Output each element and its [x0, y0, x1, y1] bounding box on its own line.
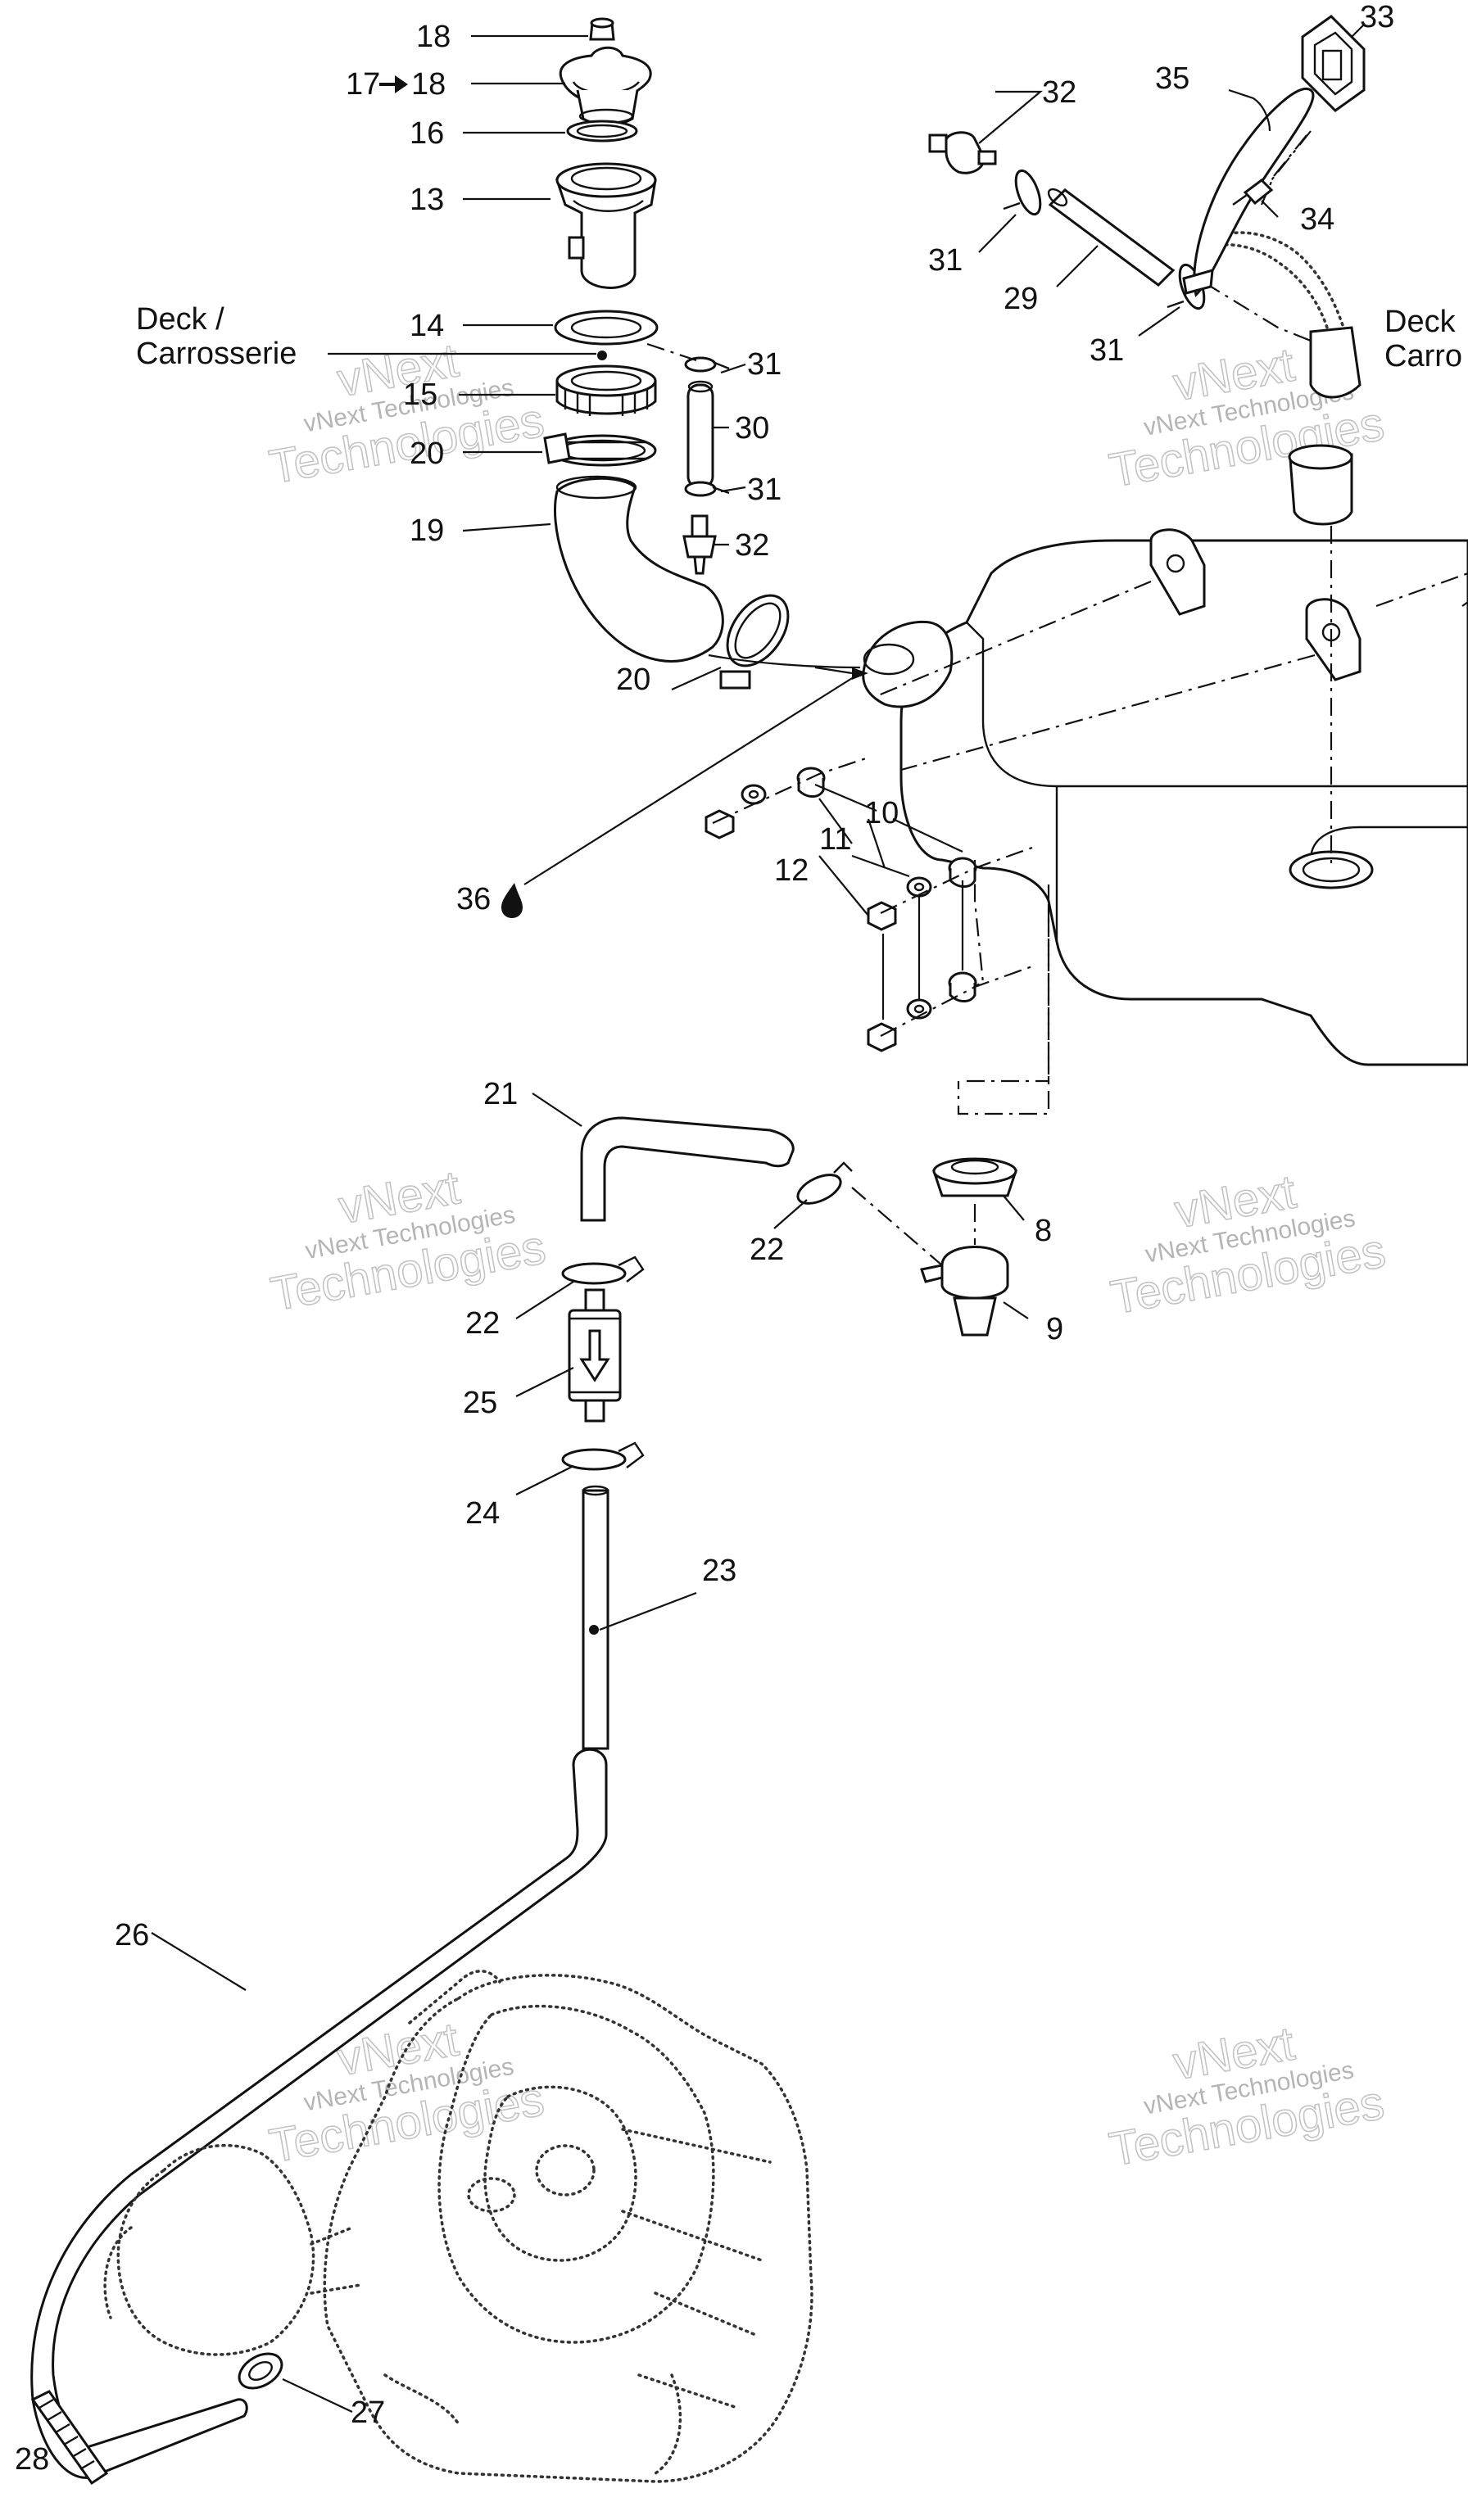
filler-hose-part-19 — [554, 475, 724, 663]
grommet-part-27 — [238, 2352, 283, 2390]
spacer-part-10-c — [948, 971, 977, 1002]
spacer-part-10-a — [796, 767, 826, 798]
callout-36: 36 — [456, 882, 491, 916]
deck-label-left-line1: Deck / — [136, 302, 224, 337]
check-valve-part-32-right — [928, 131, 997, 174]
vent-fitting — [1211, 231, 1362, 526]
deck-label-left-line2: Carrosserie — [136, 337, 297, 371]
washer-part-11-b — [906, 876, 932, 898]
callout-14: 14 — [410, 309, 444, 343]
watermark-top-left: vNext vNext Technologies Technologies — [265, 333, 548, 495]
clamp-part-20-lower — [719, 594, 790, 690]
callout-12: 12 — [774, 853, 809, 888]
nut-part-12-c — [867, 1022, 897, 1052]
nut-part-12-a — [705, 809, 735, 839]
spring-part-28 — [30, 2390, 109, 2486]
fuel-tank — [862, 528, 1468, 1066]
spacer-part-10-b — [948, 857, 977, 888]
callout-35: 35 — [1155, 61, 1189, 96]
callout-18-cap-plug: 18 — [416, 20, 451, 54]
callout-32-left: 32 — [735, 528, 769, 563]
callout-22-upper: 22 — [750, 1233, 784, 1267]
callout-24: 24 — [465, 1496, 500, 1531]
vent-clip-part-31-lower — [684, 481, 730, 497]
gasket-part-16 — [566, 120, 638, 143]
watermark-bottom-right: vNext vNext Technologies Technologies — [1105, 2016, 1389, 2177]
callout-31-left-upper: 31 — [747, 347, 782, 382]
washer-part-11-a — [741, 784, 767, 805]
vent-clip-part-31-right-a — [1003, 169, 1042, 216]
engine-outline — [103, 1970, 813, 2483]
fuel-line-part-23 — [582, 1485, 609, 1750]
fuel-hose-part-21 — [580, 1116, 795, 1222]
fuel-filter-part-25 — [568, 1288, 622, 1423]
callout-11: 11 — [819, 822, 851, 857]
callout-16: 16 — [410, 116, 444, 151]
callout-27: 27 — [351, 2396, 385, 2430]
deck-label-right-line1: Deck — [1384, 305, 1457, 339]
liquid-drop-icon — [501, 883, 523, 918]
clip-part-24 — [561, 1441, 645, 1471]
callout-30: 30 — [735, 411, 769, 446]
cap-plug-part-18 — [589, 17, 615, 41]
callout-20-lower: 20 — [616, 663, 650, 697]
clip-part-22-b — [561, 1255, 645, 1285]
ring-part-14 — [554, 310, 659, 346]
callout-34: 34 — [1300, 202, 1334, 237]
check-valve-part-32-left — [682, 514, 717, 575]
callout-23: 23 — [702, 1554, 736, 1588]
vent-hose-part-29 — [1047, 188, 1176, 287]
callout-22-lower: 22 — [465, 1306, 500, 1341]
vent-hose-part-30 — [686, 380, 714, 489]
watermark-middle-right: vNext vNext Technologies Technologies — [1106, 1165, 1389, 1325]
callout-29: 29 — [1004, 282, 1038, 316]
callout-31-right-b: 31 — [1090, 333, 1124, 368]
vent-clip-part-31-upper — [684, 356, 730, 373]
callout-31-right-a: 31 — [928, 243, 963, 278]
watermark-bottom-left: vNext vNext Technologies Technologies — [265, 2012, 548, 2174]
callout-13: 13 — [410, 183, 444, 217]
callout-19: 19 — [410, 514, 444, 548]
callout-9: 9 — [1046, 1312, 1063, 1346]
grommet-part-8 — [931, 1157, 1018, 1197]
callout-28: 28 — [15, 2442, 49, 2477]
filler-neck-part-13 — [555, 162, 657, 289]
clamp-part-20-upper — [543, 432, 657, 467]
callout-18-cap: 18 — [411, 67, 446, 102]
arrow-right-icon — [379, 75, 408, 93]
screw-part-34 — [1232, 179, 1274, 206]
callout-33: 33 — [1360, 0, 1394, 34]
watermark-middle-left: vNext vNext Technologies Technologies — [266, 1160, 550, 1321]
callout-8: 8 — [1035, 1214, 1052, 1248]
callout-17: 17 — [346, 67, 380, 102]
clip-part-22-a — [796, 1161, 853, 1205]
fuel-line-part-26 — [30, 1748, 608, 2479]
nut-part-15 — [555, 364, 657, 416]
nut-part-12-b — [867, 901, 897, 931]
callout-32-right: 32 — [1042, 75, 1076, 110]
callout-20-upper: 20 — [410, 437, 444, 471]
callout-31-left-lower: 31 — [747, 473, 782, 507]
callout-26: 26 — [115, 1918, 149, 1952]
pickup-filter-part-9 — [920, 1246, 1009, 1337]
deck-marker-dot — [597, 351, 607, 360]
callout-25: 25 — [463, 1386, 497, 1420]
mount-part-33 — [1301, 15, 1366, 112]
callout-21: 21 — [483, 1077, 518, 1111]
deck-label-right-line2: Carro — [1384, 339, 1462, 373]
filler-cap-part-17 — [559, 46, 652, 126]
callout-10: 10 — [864, 796, 899, 830]
callout-15: 15 — [403, 378, 437, 412]
